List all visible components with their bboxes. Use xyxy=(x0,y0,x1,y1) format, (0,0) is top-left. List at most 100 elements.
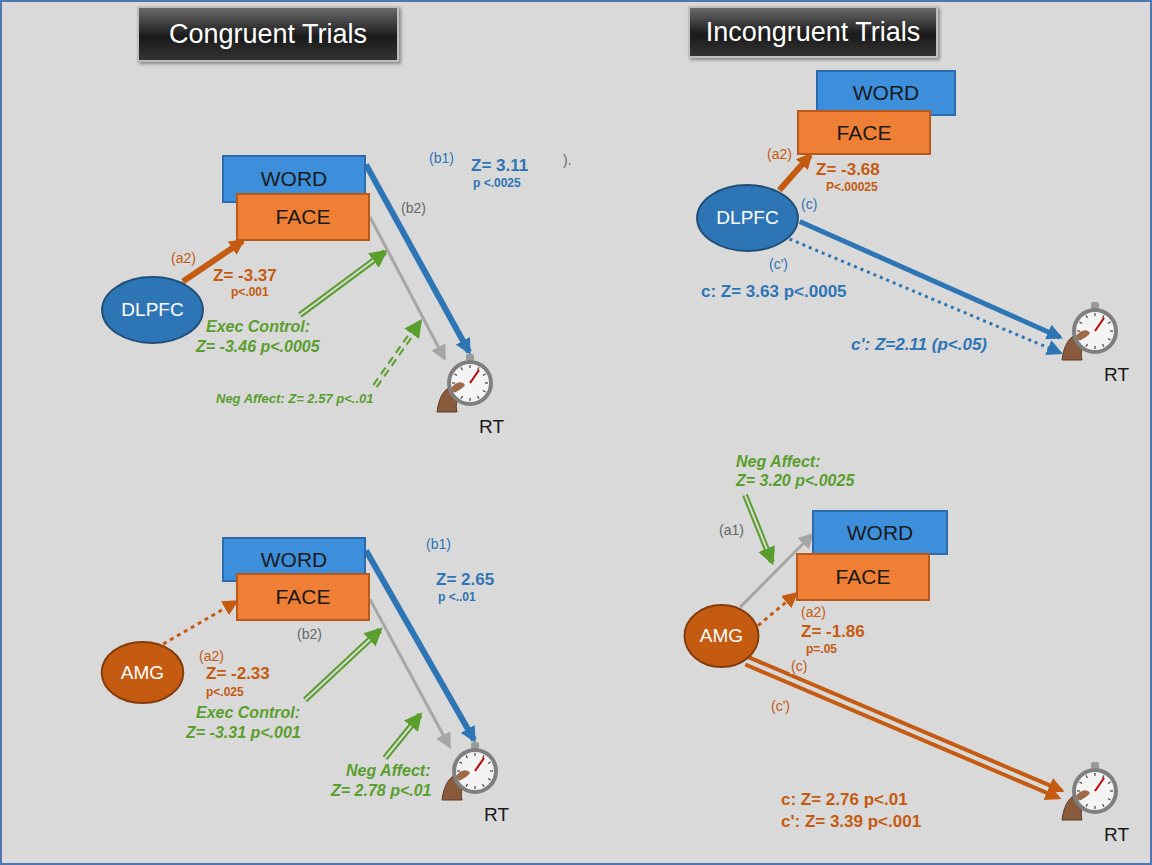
statistic-label: Neg Affect: xyxy=(345,762,431,780)
path-label: (c') xyxy=(768,256,789,272)
tick xyxy=(461,367,463,370)
connector xyxy=(370,217,444,358)
double-line-core xyxy=(745,495,767,549)
tick xyxy=(1086,804,1088,807)
connector xyxy=(800,221,1060,337)
region-ellipse: DLPFC xyxy=(695,183,800,253)
tick xyxy=(1103,344,1105,347)
statistic-label: Z= -2.33 xyxy=(205,664,271,684)
ellipse-shape xyxy=(697,185,798,251)
path-label: (a2) xyxy=(800,604,827,620)
tick xyxy=(469,398,470,401)
path-label: (b1) xyxy=(425,536,452,552)
node-label: AMG xyxy=(121,662,164,684)
tick xyxy=(1110,330,1113,331)
stopwatch-icon xyxy=(1060,760,1122,822)
stopwatch-case xyxy=(1074,310,1116,352)
statistic-label: p <..01 xyxy=(437,591,477,605)
tick xyxy=(1077,790,1080,791)
statistic-label: Z= -1.86 xyxy=(800,622,866,642)
path-label: (a1) xyxy=(718,522,745,538)
rt-stopwatch: RT xyxy=(1060,760,1122,822)
tick xyxy=(454,374,457,376)
path-label: (c') xyxy=(770,698,791,714)
ellipse-shape xyxy=(102,277,203,343)
tick xyxy=(1094,346,1095,349)
tick xyxy=(1108,782,1111,784)
statistic-label: Z= 3.20 p<.0025 xyxy=(735,472,855,490)
double-line xyxy=(385,715,420,758)
stopwatch-case xyxy=(449,362,491,404)
stopwatch-case xyxy=(1074,770,1116,812)
tick xyxy=(1094,313,1095,316)
node-label: RT xyxy=(1104,824,1129,846)
stopwatch-case xyxy=(454,750,496,792)
tick xyxy=(466,755,468,758)
tick xyxy=(483,391,486,393)
tick xyxy=(1079,322,1082,324)
node-label: FACE xyxy=(836,565,891,589)
tick xyxy=(1086,775,1088,778)
path-label: (c) xyxy=(790,658,808,674)
ellipse-shape xyxy=(685,605,759,667)
stopwatch-crown xyxy=(1091,762,1099,769)
moderator-arrow xyxy=(375,322,420,386)
rt-stopwatch: RT xyxy=(440,740,502,802)
tick xyxy=(452,382,455,383)
connector xyxy=(366,165,469,352)
statistic-label: c: Z= 2.76 p<.01 xyxy=(780,790,909,810)
tick xyxy=(457,770,460,771)
path-label: (a2) xyxy=(766,146,793,162)
node-label: RT xyxy=(484,804,509,826)
node-label: DLPFC xyxy=(121,299,183,321)
statistic-label: p <.0025 xyxy=(472,177,522,191)
statistic-label: c': Z=2.11 (p<.05) xyxy=(850,335,988,355)
thumb xyxy=(456,770,470,780)
statistic-label: Neg Affect: Z= 2.57 p<..01 xyxy=(215,392,375,407)
statistic-label: c': Z= 3.39 p<.001 xyxy=(780,812,922,832)
double-line-core xyxy=(375,334,412,387)
tick xyxy=(1108,339,1111,341)
path-label: (b1) xyxy=(428,150,455,166)
node-label: WORD xyxy=(853,81,920,105)
tick xyxy=(466,784,468,787)
stopwatch-icon xyxy=(440,740,502,802)
tick xyxy=(483,374,486,376)
tick xyxy=(1077,330,1080,331)
title-box: Incongruent Trials xyxy=(688,6,938,58)
tick xyxy=(1103,804,1105,807)
node-label: WORD xyxy=(847,521,914,545)
statistic-label: P<.00025 xyxy=(825,181,879,195)
path-label: (b2) xyxy=(400,200,427,216)
connector xyxy=(745,665,1058,798)
node-label: RT xyxy=(479,416,504,438)
node-label: FACE xyxy=(276,585,331,609)
statistic-label: Z= 2.65 xyxy=(435,570,495,590)
statistic-label: c: Z= 3.63 p<.0005 xyxy=(700,282,848,302)
tick xyxy=(1086,344,1088,347)
tick xyxy=(1110,790,1113,791)
statistic-label: Z= 2.78 p<.01 xyxy=(330,782,433,800)
tick xyxy=(1094,773,1095,776)
thumb xyxy=(1076,330,1090,340)
thumb xyxy=(451,382,465,392)
path-label: (b2) xyxy=(296,626,323,642)
face-box: FACE xyxy=(236,193,370,241)
double-line-core xyxy=(305,640,370,701)
connector xyxy=(163,602,236,644)
tick xyxy=(469,365,470,368)
ellipse-shape xyxy=(102,642,184,703)
node-label: WORD xyxy=(261,167,328,191)
tick xyxy=(1094,806,1095,809)
statistic-label: p<.001 xyxy=(230,286,270,300)
needle xyxy=(475,758,484,771)
statistic-label: Exec Control: xyxy=(195,704,301,722)
tick xyxy=(490,770,493,771)
title-box: Congruent Trials xyxy=(137,6,399,62)
stopwatch-icon xyxy=(435,352,497,414)
tick xyxy=(478,396,480,399)
